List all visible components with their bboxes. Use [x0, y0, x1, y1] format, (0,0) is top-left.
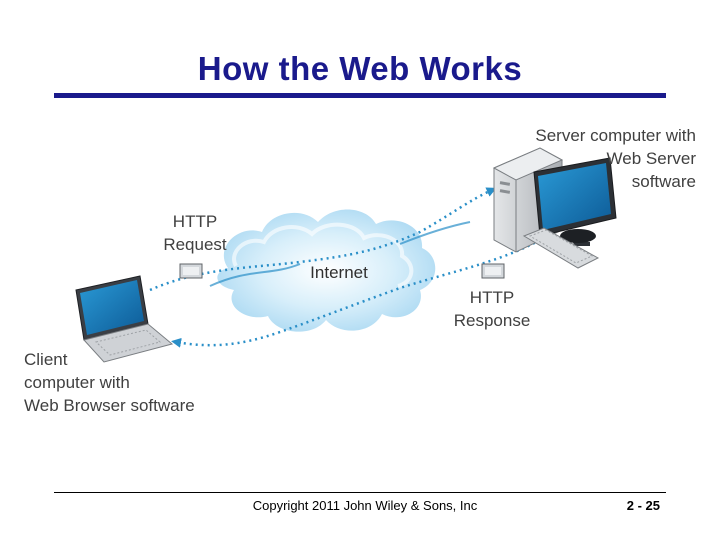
page-number: 2 - 25 [626, 498, 660, 513]
client-label-line: Web Browser software [24, 396, 195, 415]
internet-label: Internet [310, 263, 368, 282]
response-packet-icon [481, 263, 505, 279]
title-underline [54, 93, 666, 98]
http-request-label: HTTP Request [150, 210, 240, 256]
internet-cloud-icon [217, 209, 436, 332]
laptop-icon [75, 275, 174, 363]
footer-divider [54, 492, 666, 493]
response-label-line: Response [453, 311, 531, 330]
monitor-icon [533, 157, 617, 246]
http-response-label: HTTP Response [440, 286, 544, 332]
server-label-line: Server computer with [535, 126, 696, 145]
client-label-line: Client [24, 350, 68, 369]
request-label-line: HTTP [172, 212, 218, 231]
request-packet-icon [179, 263, 203, 279]
server-label-line: software [631, 172, 696, 191]
response-label-line: HTTP [469, 288, 515, 307]
slide-title: How the Web Works [197, 50, 523, 87]
response-arrow [171, 238, 541, 348]
server-label-line: Web Server [606, 149, 696, 168]
server-label: Server computer with Web Server software [480, 124, 696, 193]
keyboard-icon [522, 227, 600, 269]
client-label: Client computer with Web Browser softwar… [24, 348, 254, 417]
footer-copyright: Copyright 2011 John Wiley & Sons, Inc [252, 498, 478, 513]
client-label-line: computer with [24, 373, 130, 392]
request-label-line: Request [163, 235, 227, 254]
